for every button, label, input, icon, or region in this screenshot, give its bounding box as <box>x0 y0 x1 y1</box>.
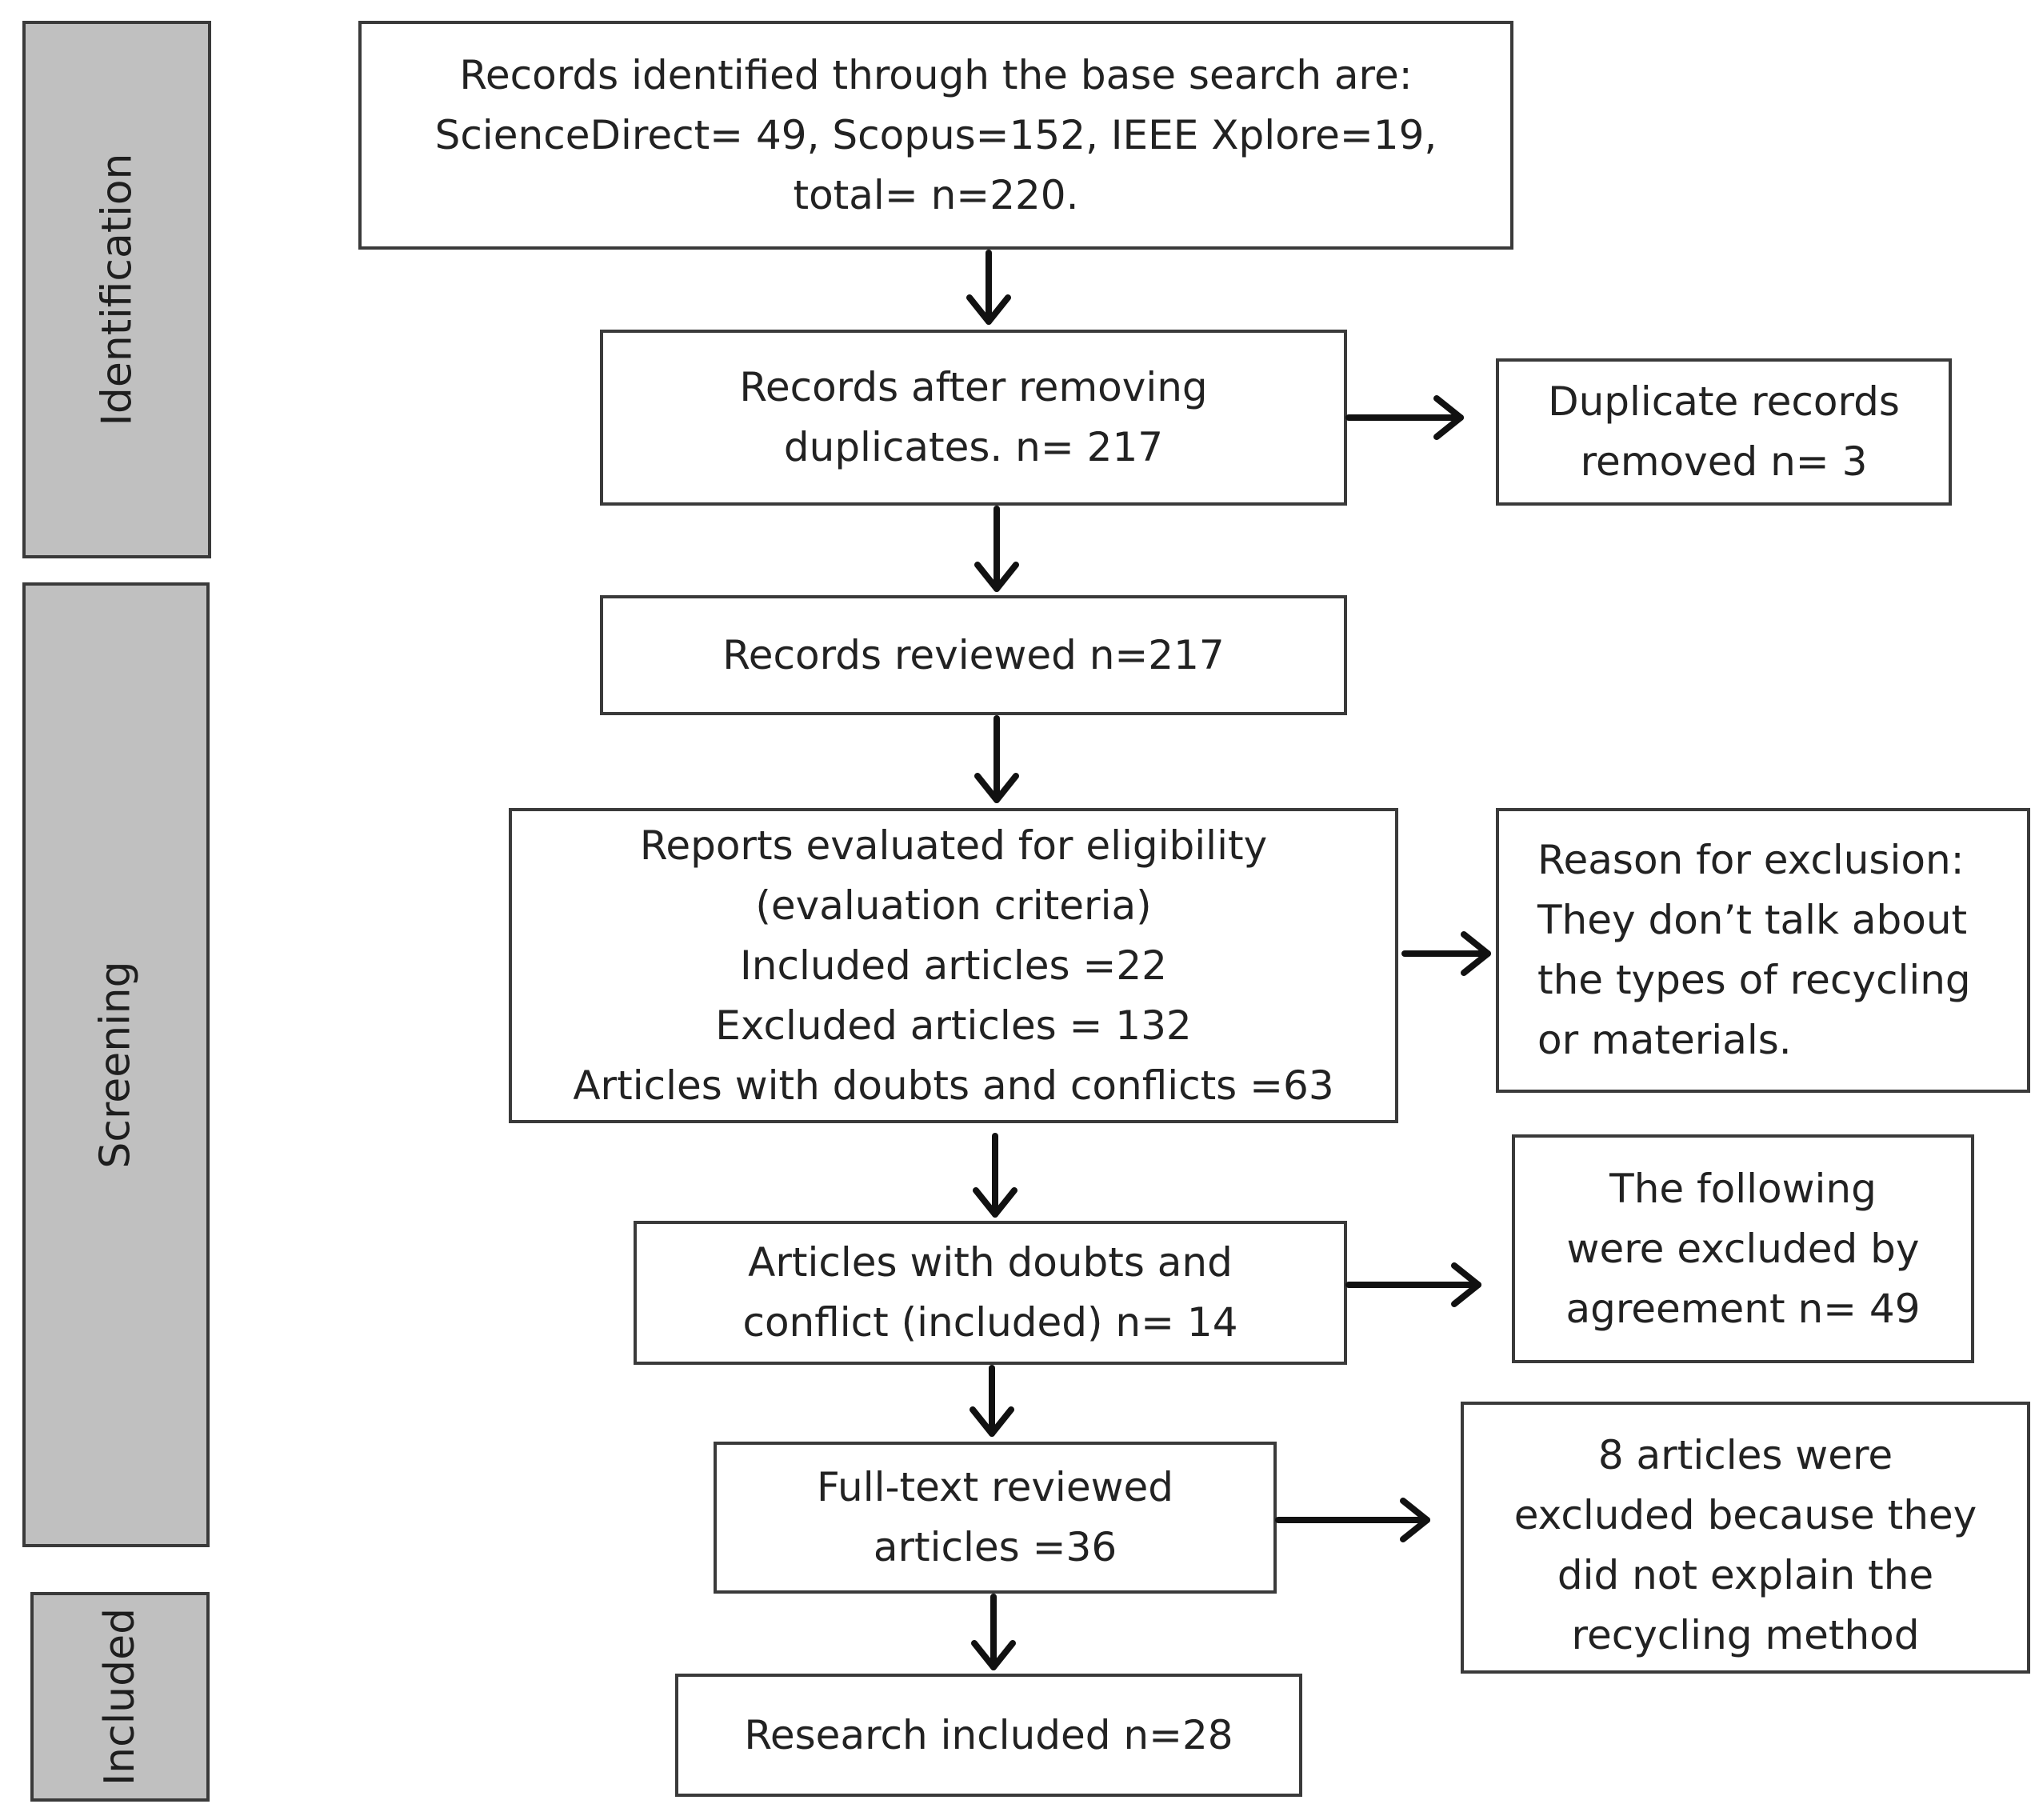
box-text-line: Articles with doubts and <box>748 1239 1233 1286</box>
phase-screening: Screening <box>22 582 210 1547</box>
box-text-line: ScienceDirect= 49, Scopus=152, IEEE Xplo… <box>434 111 1437 158</box>
box-text-line: Excluded articles = 132 <box>715 1002 1192 1049</box>
box-text-line: (evaluation criteria) <box>755 882 1152 929</box>
box-text-line: Records identified through the base sear… <box>459 51 1413 98</box>
arrow-down-2 <box>974 506 1019 592</box>
box-text-line: Research included n=28 <box>744 1711 1233 1758</box>
arrow-right-3 <box>1345 1262 1481 1307</box>
box-text-line: Records reviewed n=217 <box>722 631 1225 678</box>
phase-included: Included <box>30 1592 210 1802</box>
arrow-down-1 <box>966 250 1011 325</box>
box-text-line: The following <box>1609 1165 1877 1212</box>
box-text-line: Full-text reviewed <box>817 1464 1173 1510</box>
arrow-right-2 <box>1401 931 1491 976</box>
box-text-line: Included articles =22 <box>740 942 1167 989</box>
records-after-duplicates-box: Records after removing duplicates. n= 21… <box>600 330 1347 506</box>
research-included-box: Research included n=28 <box>675 1674 1302 1797</box>
box-text-line: recycling method <box>1571 1612 1920 1658</box>
box-text-line: duplicates. n= 217 <box>783 424 1164 470</box>
arrow-down-4 <box>973 1133 1018 1218</box>
box-text-line: excluded because they <box>1513 1492 1977 1538</box>
box-text-line: Records after removing <box>739 364 1208 410</box>
box-text-line: the types of recycling <box>1537 957 1971 1003</box>
box-text-line: Reports evaluated for eligibility <box>639 822 1268 869</box>
box-text-line: were excluded by <box>1566 1225 1920 1272</box>
doubts-conflict-included-box: Articles with doubts and conflict (inclu… <box>634 1221 1347 1365</box>
arrow-down-3 <box>974 715 1019 803</box>
full-text-reviewed-box: Full-text reviewed articles =36 <box>714 1442 1277 1594</box>
records-reviewed-box: Records reviewed n=217 <box>600 595 1347 715</box>
records-identified-box: Records identified through the base sear… <box>358 21 1513 250</box>
box-text-line: 8 articles were <box>1597 1432 1893 1478</box>
box-text-line: They don’t talk about <box>1537 897 1968 943</box>
excluded-by-agreement-box: The following were excluded by agreement… <box>1512 1134 1974 1363</box>
duplicates-removed-box: Duplicate records removed n= 3 <box>1496 358 1952 506</box>
eligibility-evaluation-box: Reports evaluated for eligibility (evalu… <box>509 808 1398 1123</box>
articles-excluded-method-box: 8 articles were excluded because they di… <box>1461 1402 2030 1674</box>
phase-identification: Identification <box>22 21 211 558</box>
arrow-right-4 <box>1275 1498 1430 1542</box>
box-text-line: conflict (included) n= 14 <box>742 1299 1238 1346</box>
box-text-line: Duplicate records <box>1548 378 1900 425</box>
arrow-right-1 <box>1345 395 1464 440</box>
box-text-line: removed n= 3 <box>1580 438 1868 485</box>
box-text-line: agreement n= 49 <box>1565 1285 1921 1332</box>
box-text-line: articles =36 <box>873 1524 1117 1570</box>
arrow-down-6 <box>971 1594 1016 1670</box>
arrow-down-5 <box>970 1365 1014 1437</box>
box-text-line: did not explain the <box>1557 1552 1934 1598</box>
box-text-line: or materials. <box>1537 1017 1792 1063</box>
exclusion-reason-box: Reason for exclusion: They don’t talk ab… <box>1496 808 2030 1093</box>
box-text-line: total= n=220. <box>793 171 1079 218</box>
box-text-line: Articles with doubts and conflicts =63 <box>573 1062 1334 1109</box>
box-text-line: Reason for exclusion: <box>1537 837 1965 883</box>
